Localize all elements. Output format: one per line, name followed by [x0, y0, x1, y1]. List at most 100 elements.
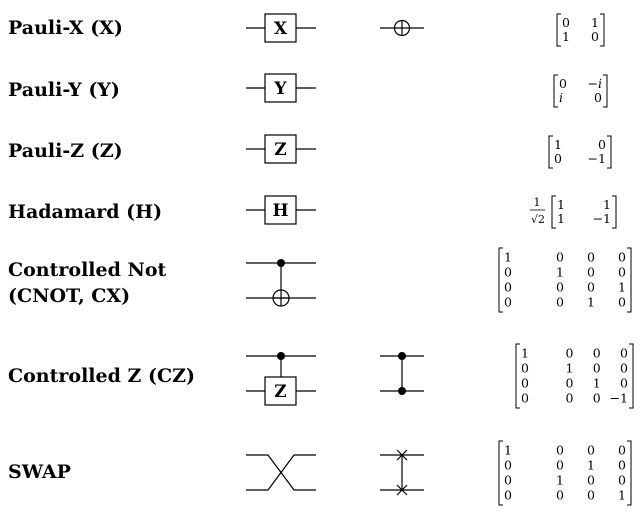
cz-matrix-left-bracket [515, 343, 520, 409]
cz-matrix-cell: 0 [593, 391, 601, 406]
cz-matrix-cell: 1 [566, 361, 574, 376]
gate-name-pauli-y: Pauli-Y (Y) [8, 79, 120, 101]
cnot-matrix-cell: 0 [556, 280, 564, 295]
swap-matrix-cell: 1 [556, 473, 564, 488]
cnot-control-dot [277, 259, 285, 267]
gate-name-pauli-x: Pauli-X (X) [8, 17, 123, 39]
pauli-z-matrix-cell: −1 [588, 151, 606, 166]
swap-circuit-symbol [380, 449, 424, 496]
hadamard-matrix-cell: 1 [557, 211, 565, 226]
gate-name-cnot-line1: Controlled Not [8, 259, 167, 281]
pauli-y-matrix-cell: i [559, 90, 563, 105]
cz-control-dot-top [398, 352, 406, 360]
cz-matrix-cell: 0 [620, 376, 628, 391]
pauli-y-matrix-cell: 0 [559, 76, 567, 91]
pauli-x-gate-box [264, 13, 297, 43]
pauli-z-matrix-left-bracket [548, 135, 553, 169]
pauli-y-matrix-right-bracket [603, 74, 608, 108]
pauli-x-circuit [246, 13, 316, 43]
hadamard-matrix-cell: −1 [593, 211, 611, 226]
cz-circuit-dots [380, 355, 424, 392]
swap-matrix-cell: 0 [587, 488, 595, 503]
swap-matrix-cell: 0 [618, 458, 626, 473]
cnot-matrix-cell: 0 [618, 295, 626, 310]
swap-matrix-cell: 0 [587, 473, 595, 488]
hadamard-prefactor-numerator: 1 [534, 196, 541, 209]
pauli-x-matrix-cell: 1 [562, 29, 570, 44]
cnot-matrix-cell: 0 [556, 250, 564, 265]
cnot-matrix-cell: 1 [587, 295, 595, 310]
cnot-matrix-cell: 1 [504, 250, 512, 265]
cnot-matrix-cell: 0 [587, 250, 595, 265]
cnot-matrix-cell: 1 [556, 265, 564, 280]
cnot-matrix-cell: 0 [504, 280, 512, 295]
cz-matrix-cell: 0 [566, 376, 574, 391]
gate-name-swap: SWAP [8, 461, 71, 483]
cz-circuit-box [246, 355, 316, 406]
swap-matrix-cell: 0 [556, 443, 564, 458]
swap-matrix-right-bracket [627, 440, 632, 506]
cnot-matrix-cell: 1 [618, 280, 626, 295]
cnot-matrix-cell: 0 [504, 265, 512, 280]
cz-matrix-cell: 0 [521, 391, 529, 406]
cz-matrix-cell: 0 [521, 361, 529, 376]
cnot-matrix-cell: 0 [618, 265, 626, 280]
swap-matrix-cell: 0 [587, 443, 595, 458]
hadamard-gate-box [264, 195, 297, 225]
swap-matrix-cell: 0 [504, 458, 512, 473]
cz-matrix-cell: 1 [521, 346, 529, 361]
swap-matrix-cell: 0 [618, 443, 626, 458]
cnot-matrix-cell: 0 [587, 265, 595, 280]
hadamard-prefactor-denominator: √2 [531, 213, 545, 226]
pauli-x-not-symbol [380, 19, 424, 37]
pauli-z-circuit [246, 134, 316, 164]
cz-matrix-cell: 0 [566, 346, 574, 361]
cnot-matrix-left-bracket [498, 247, 503, 313]
hadamard-matrix-left-bracket [551, 195, 556, 229]
swap-circuit-cross [246, 454, 316, 491]
cz-matrix-cell: 0 [620, 346, 628, 361]
pauli-x-matrix-left-bracket [556, 13, 561, 47]
pauli-z-matrix-cell: 0 [554, 151, 562, 166]
cz-matrix-cell: 0 [566, 391, 574, 406]
swap-matrix-cell: 0 [556, 458, 564, 473]
swap-matrix-cell: 0 [618, 473, 626, 488]
swap-matrix-cell: 1 [504, 443, 512, 458]
cz-control-dot [277, 352, 285, 360]
pauli-z-matrix-right-bracket [607, 135, 612, 169]
cz-matrix-cell: 0 [620, 361, 628, 376]
hadamard-gate-label: H [272, 201, 288, 221]
hadamard-circuit [246, 195, 316, 225]
swap-matrix-left-bracket [498, 440, 503, 506]
hadamard-matrix-cell: 1 [557, 197, 565, 212]
cz-matrix-cell: 0 [521, 376, 529, 391]
pauli-y-gate-box [264, 73, 297, 103]
swap-matrix-cell: 0 [504, 473, 512, 488]
cnot-circuit [246, 262, 316, 307]
swap-matrix-cell: 1 [618, 488, 626, 503]
gate-name-cnot-line2: (CNOT, CX) [8, 285, 131, 307]
pauli-x-matrix-cell: 0 [562, 15, 570, 30]
pauli-x-matrix-cell: 1 [591, 15, 599, 30]
cz-control-dot-bottom [398, 387, 406, 395]
cz-matrix-cell: −1 [610, 391, 628, 406]
cnot-matrix-cell: 0 [556, 295, 564, 310]
hadamard-matrix-right-bracket [612, 195, 617, 229]
pauli-y-matrix-cell: 0 [594, 90, 602, 105]
gate-name-pauli-z: Pauli-Z (Z) [8, 140, 123, 162]
cnot-matrix-right-bracket [627, 247, 632, 313]
hadamard-matrix-cell: 1 [603, 197, 611, 212]
cz-gate-label: Z [274, 382, 286, 402]
pauli-y-circuit [246, 73, 316, 103]
gate-name-cz: Controlled Z (CZ) [8, 365, 195, 387]
pauli-y-gate-label: Y [273, 79, 287, 99]
pauli-z-matrix-cell: 0 [598, 137, 606, 152]
swap-matrix-cell: 0 [504, 488, 512, 503]
cz-matrix-cell: 0 [593, 346, 601, 361]
